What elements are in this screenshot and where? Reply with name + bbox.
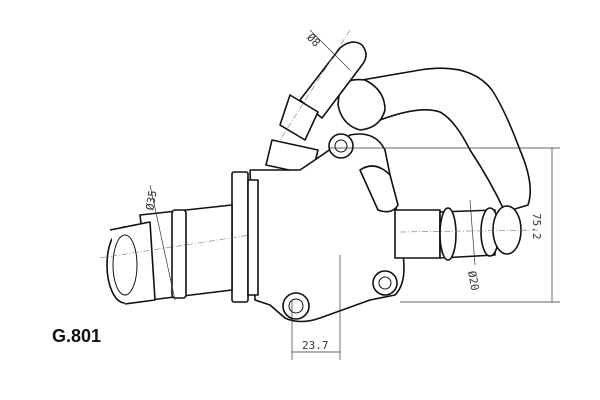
inlet-pipe	[99, 204, 251, 305]
dimension-lines	[149, 29, 560, 360]
housing-body	[231, 133, 405, 323]
outlet-pipe	[394, 205, 541, 261]
part-code: G.801	[52, 326, 102, 346]
hose	[337, 67, 531, 213]
